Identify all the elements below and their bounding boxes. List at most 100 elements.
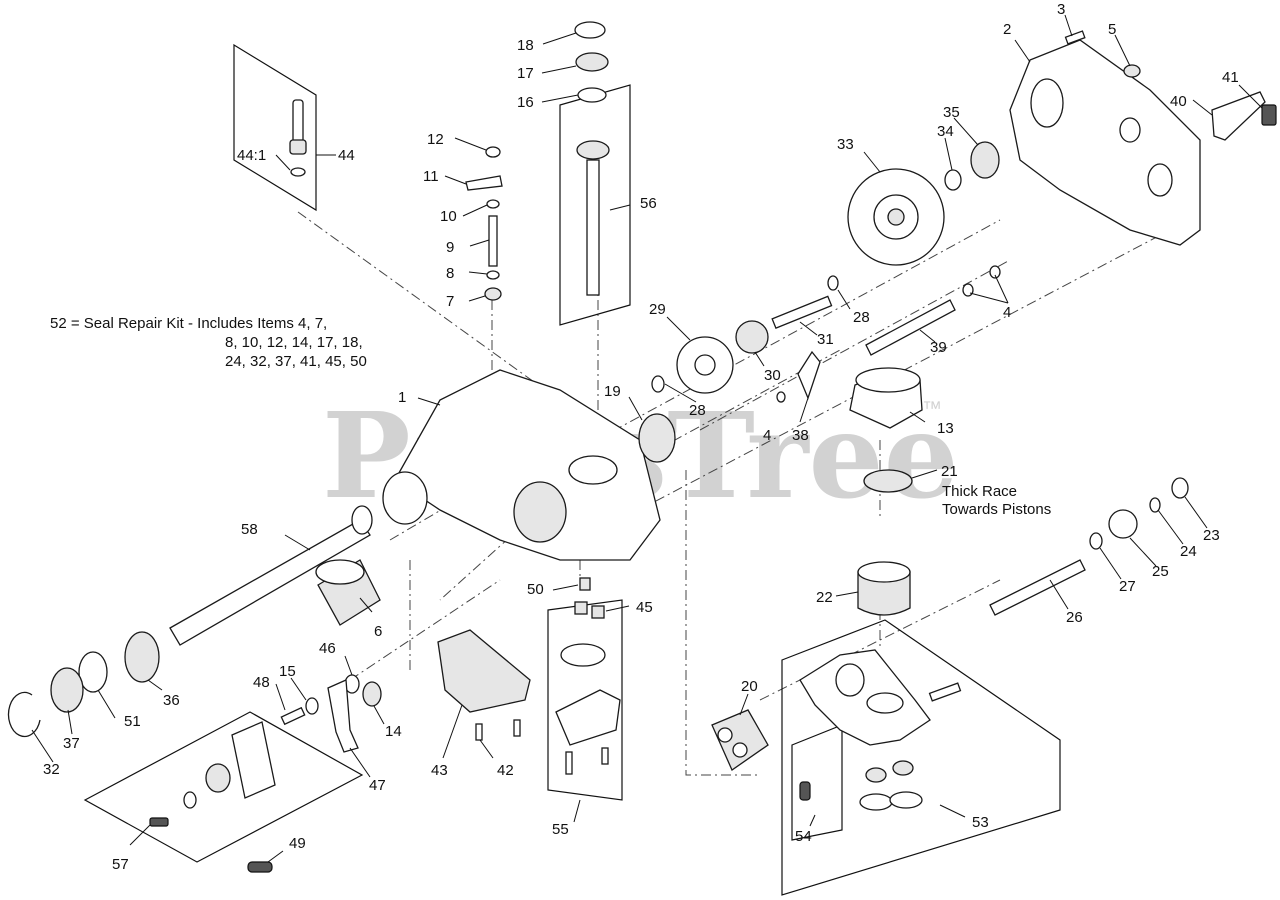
- group-frames: [83, 43, 1061, 896]
- part-56-bearing: [576, 140, 610, 160]
- part-label: 4: [1003, 304, 1011, 321]
- part-label: 56: [640, 195, 657, 212]
- part-label: 35: [943, 104, 960, 121]
- part-39-shaft: [865, 299, 956, 356]
- part-label: 4: [763, 427, 771, 444]
- part-5-plug: [1123, 64, 1141, 78]
- part-label: 54: [795, 828, 812, 845]
- part-label: 45: [636, 599, 653, 616]
- part-17-bearing: [575, 52, 609, 72]
- callout-21-line-1: Thick Race: [942, 483, 1017, 500]
- part-label: 42: [497, 762, 514, 779]
- part-label: 41: [1222, 69, 1239, 86]
- part-7-seal: [484, 287, 502, 301]
- part-38-arm: [797, 350, 821, 400]
- part-label: 24: [1180, 543, 1197, 560]
- part-22-cylinder: [857, 571, 911, 616]
- part-label: 9: [446, 239, 454, 256]
- part-label: 16: [517, 94, 534, 111]
- part-12-washer: [485, 146, 501, 158]
- frame-56: [559, 84, 631, 326]
- part-label: 39: [930, 339, 947, 356]
- note-line-3: 24, 32, 37, 41, 45, 50: [225, 353, 367, 370]
- part-27-washer: [1089, 532, 1103, 550]
- part-45-plug: [591, 605, 605, 619]
- part-2-cover: [1009, 39, 1201, 246]
- part-label: 11: [423, 168, 439, 185]
- part-14-seal: [362, 681, 382, 707]
- part-18-ring: [574, 21, 606, 39]
- part-37-seal: [50, 667, 84, 713]
- part-label: 31: [817, 331, 834, 348]
- part-label: 26: [1066, 609, 1083, 626]
- part-3-bolt: [1064, 30, 1086, 45]
- part-label: 29: [649, 301, 666, 318]
- leader-lines: [31, 14, 1263, 863]
- part-shapes: [7, 21, 1277, 873]
- part-49-spring: [247, 861, 273, 873]
- part-35-bearing: [970, 141, 1000, 179]
- part-label: 51: [124, 713, 141, 730]
- part-label: 38: [792, 427, 809, 444]
- part-47-lever: [327, 679, 359, 753]
- frame-54: [791, 724, 843, 841]
- part-label: 34: [937, 123, 954, 140]
- part-31-shaft: [771, 295, 833, 329]
- part-label: 12: [427, 131, 444, 148]
- callout-21: Thick Race Towards Pistons: [942, 483, 1051, 518]
- part-label: 36: [163, 692, 180, 709]
- part-8-ring: [486, 270, 500, 280]
- part-label: 22: [816, 589, 833, 606]
- part-label: 58: [241, 521, 258, 538]
- part-label: 44: [338, 147, 355, 164]
- part-11-arm: [465, 175, 503, 191]
- note-line-1: 52 = Seal Repair Kit - Includes Items 4,…: [50, 315, 327, 332]
- frame-57: [83, 711, 364, 863]
- part-labels: 1 2 3 4 4 5 6 7 8 9 10 11 12 13 14 15 16…: [43, 1, 1239, 873]
- part-label: 28: [689, 402, 706, 419]
- part-28-washer-b: [827, 275, 839, 291]
- part-label: 19: [604, 383, 621, 400]
- part-16-ring: [577, 87, 607, 103]
- part-10-ring: [486, 199, 500, 209]
- part-label: 55: [552, 821, 569, 838]
- part-58-axle: [169, 519, 371, 646]
- part-label: 43: [431, 762, 448, 779]
- part-25-gear: [1108, 509, 1138, 539]
- part-label: 53: [972, 814, 989, 831]
- part-51-ring: [78, 651, 108, 693]
- part-label: 3: [1057, 1, 1065, 18]
- part-19-seal: [638, 413, 676, 463]
- part-42-bolt: [475, 723, 483, 741]
- frame-44: [233, 43, 317, 212]
- part-label: 48: [253, 674, 270, 691]
- part-label: 33: [837, 136, 854, 153]
- part-label: 18: [517, 37, 534, 54]
- part-label: 25: [1152, 563, 1169, 580]
- part-label: 49: [289, 835, 306, 852]
- part-label: 14: [385, 723, 402, 740]
- part-label: 13: [937, 420, 954, 437]
- part-label: 32: [43, 761, 60, 778]
- part-4-ring-b: [962, 283, 974, 297]
- part-50-plug: [579, 577, 591, 591]
- part-21-race: [863, 469, 913, 493]
- seal-kit-note: 52 = Seal Repair Kit - Includes Items 4,…: [50, 315, 367, 370]
- part-label: 20: [741, 678, 758, 695]
- note-line-2: 8, 10, 12, 14, 17, 18,: [225, 334, 363, 351]
- part-label: 17: [517, 65, 534, 82]
- part-label: 40: [1170, 93, 1187, 110]
- part-30-pinion: [735, 320, 769, 354]
- frame-55: [547, 599, 623, 801]
- part-label: 1: [398, 389, 406, 406]
- part-label: 47: [369, 777, 386, 794]
- part-label: 21: [941, 463, 958, 480]
- part-36-bearing: [124, 631, 160, 683]
- watermark-trademark: ™: [922, 398, 942, 420]
- part-1-housing: [394, 369, 661, 561]
- part-label: 5: [1108, 21, 1116, 38]
- part-40-arm: [1211, 91, 1266, 141]
- frame-53: [781, 619, 1061, 896]
- callout-21-line-2: Towards Pistons: [942, 501, 1051, 518]
- part-56-shaft: [586, 159, 600, 296]
